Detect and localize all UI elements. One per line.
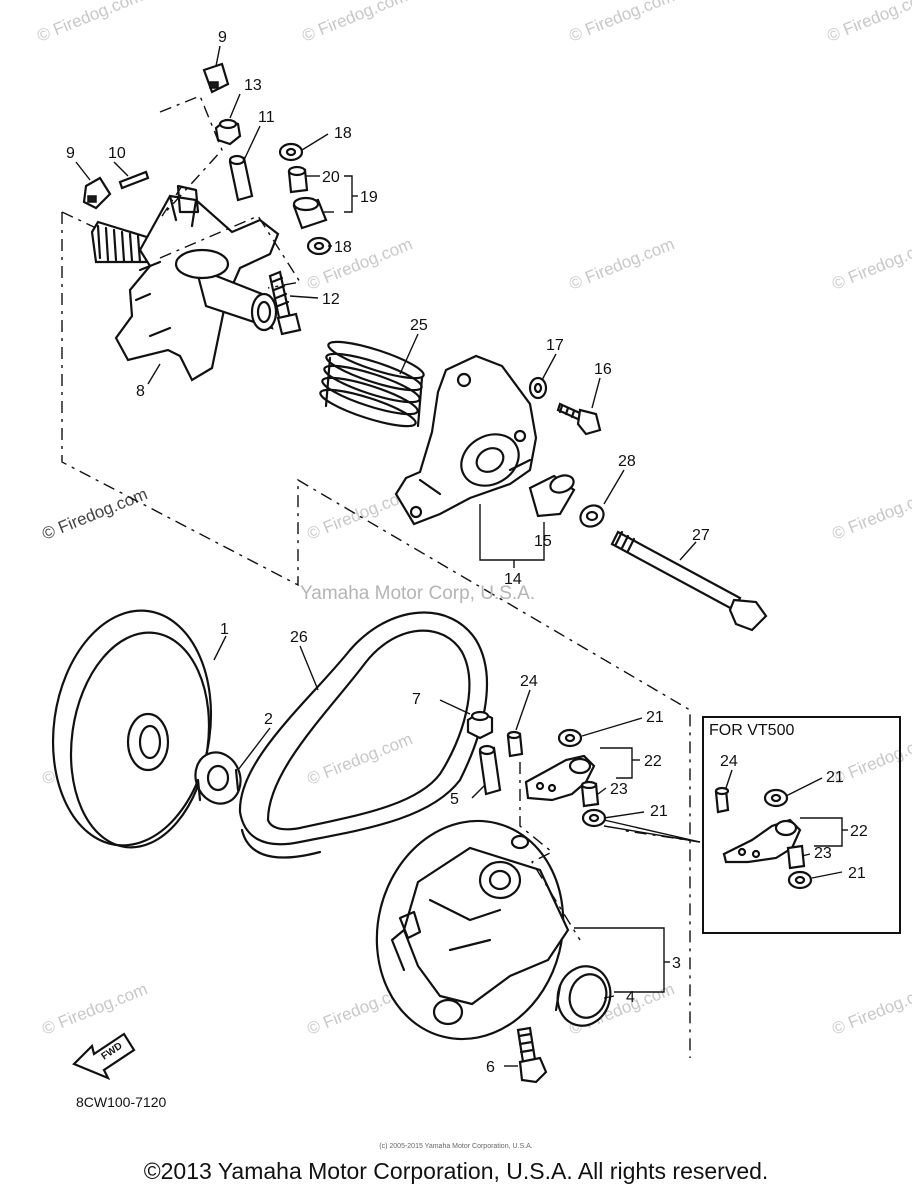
- part-14-cover: [394, 354, 538, 526]
- part-25-spring: [319, 340, 425, 428]
- part-16-bolt: [556, 402, 602, 436]
- watermark: © Firedog.com: [299, 0, 410, 46]
- part-19-roller: [292, 196, 328, 230]
- inset-callout-label: 24: [720, 753, 738, 770]
- callout-label: 3: [672, 955, 681, 972]
- part-9-block-left: [82, 176, 112, 210]
- small-credit: (c) 2005-2015 Yamaha Motor Corporation, …: [379, 1143, 533, 1150]
- part-21-washers: [557, 728, 607, 828]
- watermark: © Firedog.com: [34, 0, 145, 46]
- watermark: © Firedog.com: [829, 234, 912, 293]
- part-2-collar: [194, 751, 242, 805]
- callout-label: 27: [692, 527, 710, 544]
- watermark: © Firedog.com: [304, 729, 415, 788]
- callout-label: 9: [218, 29, 227, 46]
- center-watermark: Yamaha Motor Corp, U.S.A.: [300, 583, 536, 604]
- callout-label: 20: [322, 169, 340, 186]
- part-18-washer-top: [278, 142, 304, 162]
- callout-label: 6: [486, 1059, 495, 1076]
- leader-lines: [75, 45, 848, 1067]
- inset-callout-label: 22: [850, 823, 868, 840]
- callout-label: 24: [520, 673, 538, 690]
- callout-label: 15: [534, 533, 552, 550]
- part-12-bolt: [268, 270, 302, 336]
- part-4-bushing: [554, 965, 612, 1027]
- callout-label: 7: [412, 691, 421, 708]
- callout-label: 26: [290, 629, 308, 646]
- callout-label: 1: [220, 621, 229, 638]
- watermark: © Firedog.com: [829, 979, 912, 1038]
- part-18-washer-lower: [306, 236, 332, 256]
- callout-label: 22: [644, 753, 662, 770]
- part-6-bolt: [516, 1026, 548, 1084]
- callout-numbers: 9 13 11 18 9 10 20 19 18 12 8 25 17 16 2…: [66, 29, 868, 1076]
- watermark: © Firedog.com: [566, 234, 677, 293]
- callout-label: 10: [108, 145, 126, 162]
- callout-label: 25: [410, 317, 428, 334]
- part-20-bushing: [287, 165, 309, 194]
- part-13-nut: [214, 118, 242, 146]
- watermark: © Firedog.com: [829, 484, 912, 543]
- callout-label: 19: [360, 189, 378, 206]
- part-28-washer: [579, 504, 605, 528]
- callout-label: 13: [244, 77, 262, 94]
- part-10-small-pin: [118, 170, 150, 190]
- callout-label: 14: [504, 571, 522, 588]
- part-22-weight-arm: [524, 754, 596, 802]
- callout-label: 8: [136, 383, 145, 400]
- watermark: © Firedog.com: [566, 0, 677, 46]
- callout-label: 9: [66, 145, 75, 162]
- callout-label: 23: [610, 781, 628, 798]
- diagram-code: 8CW100-7120: [76, 1094, 167, 1110]
- callout-label: 18: [334, 125, 352, 142]
- callout-label: 21: [646, 709, 664, 726]
- watermark: © Firedog.com: [824, 0, 912, 46]
- part-1-sheave: [51, 609, 213, 849]
- callout-label: 2: [264, 711, 273, 728]
- inset-callout-label: 23: [814, 845, 832, 862]
- watermark: © Firedog.com: [39, 484, 150, 543]
- part-8-spider-assembly: [90, 184, 280, 382]
- inset-frame: [702, 716, 901, 934]
- part-23-roller: [580, 780, 600, 808]
- copyright-notice: ©2013 Yamaha Motor Corporation, U.S.A. A…: [143, 1158, 769, 1184]
- callout-label: 18: [334, 239, 352, 256]
- callout-label: 17: [546, 337, 564, 354]
- part-5-pin: [478, 744, 502, 796]
- part-11-pin: [228, 154, 254, 202]
- inset-callout-label: 21: [848, 865, 866, 882]
- part-24-pin: [506, 730, 524, 758]
- part-9-block-top: [202, 62, 230, 94]
- inset-callout-label: 21: [826, 769, 844, 786]
- callout-label: 21: [650, 803, 668, 820]
- inset-parts: [714, 786, 813, 890]
- callout-label: 4: [626, 989, 635, 1006]
- fwd-arrow-icon: FWD: [72, 1032, 136, 1081]
- watermark: © Firedog.com: [39, 979, 150, 1038]
- part-7-nut: [466, 710, 494, 740]
- part-3-movable-sheave: [375, 819, 570, 1041]
- callout-label: 12: [322, 291, 340, 308]
- callout-label: 5: [450, 791, 459, 808]
- callout-label: 28: [618, 453, 636, 470]
- inset-title: FOR VT500: [709, 722, 795, 739]
- part-17-washer: [528, 376, 548, 400]
- part-27-long-bolt: [610, 530, 768, 632]
- callout-label: 11: [258, 109, 275, 126]
- part-15-collar: [528, 474, 576, 518]
- callout-label: 16: [594, 361, 612, 378]
- part-26-belt: [238, 611, 489, 859]
